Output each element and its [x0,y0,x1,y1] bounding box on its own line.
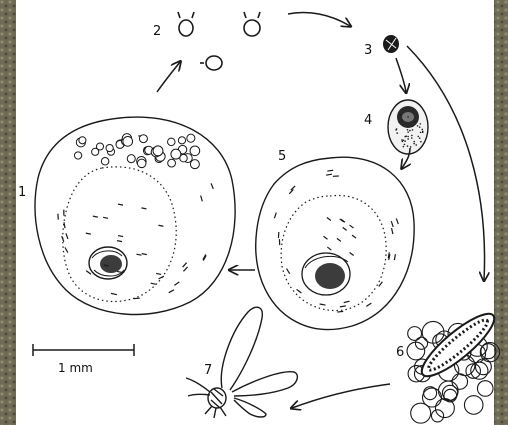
background-photo-right-edge [494,0,508,425]
cyst-dot [401,139,403,141]
cyst-dot [396,132,398,134]
cyst-dot [407,129,409,131]
cytoplasm-dash [327,170,333,171]
spore-circle [187,134,195,142]
stage-label-1: 1 [18,185,26,200]
stage-3-dark-spore [383,35,399,53]
spore-circle [123,137,133,147]
scale-bar-label: 1 mm [58,361,93,375]
stage-label-7: 7 [204,363,212,378]
cyst-dot [407,136,409,138]
cyst-dot [417,136,419,138]
cyst-dot [407,145,409,147]
cyst-dot [404,136,406,138]
spore-circle [101,158,109,166]
cyst-dot [410,146,412,148]
cyst-dot [403,146,405,148]
cyst-dot [404,140,406,142]
stage-label-5: 5 [278,149,286,164]
spore-circle [168,138,175,145]
spore-circle [96,143,103,150]
cyst-dot [407,116,409,118]
cytoplasm-dash [337,311,343,312]
cyst-dot [419,137,421,139]
spore-circle [74,152,81,159]
cyst-dot [400,114,402,116]
cyst-dot [420,132,422,134]
spore-circle [106,144,113,151]
cyst-dot [419,123,421,125]
stage-label-2: 2 [153,24,161,39]
spore-circle [79,137,86,144]
cyst-dot [396,128,398,130]
cyst-dot [422,131,424,133]
cyst-dot [415,144,417,146]
cyst-dot [413,141,415,143]
stage-label-3: 3 [364,43,372,58]
spore-circle [178,137,185,144]
cyst-dot [419,126,421,128]
cyst-dot [401,119,403,121]
cyst-dot [411,135,413,137]
stage-label-4: 4 [364,113,372,128]
cyst-dot [417,125,419,127]
cyst-dot [412,129,414,131]
cyst-dot [402,141,404,143]
cyst-dot [409,130,411,132]
spore-circle [139,135,147,143]
spore-circle [153,146,163,156]
spore-circle [180,154,187,161]
cyst-dot [420,141,422,143]
background-photo-left-edge [0,0,16,425]
cyst-dot [398,122,400,124]
spore-circle [190,146,200,156]
cyst-dot [412,125,414,127]
cyst-dot [407,138,409,140]
cyst-dot [413,143,415,145]
cyst-dot [411,137,413,139]
cyst-dot [407,131,409,133]
stage-label-6: 6 [396,345,404,360]
spore-circle [190,160,199,169]
spore-circle [137,159,146,168]
cyst-dot [404,144,406,146]
spore-circle [168,159,176,167]
cyst-dot [421,129,423,131]
cyst-dot [403,139,405,141]
spore-circle [127,155,135,163]
cyst-dot [414,121,416,123]
